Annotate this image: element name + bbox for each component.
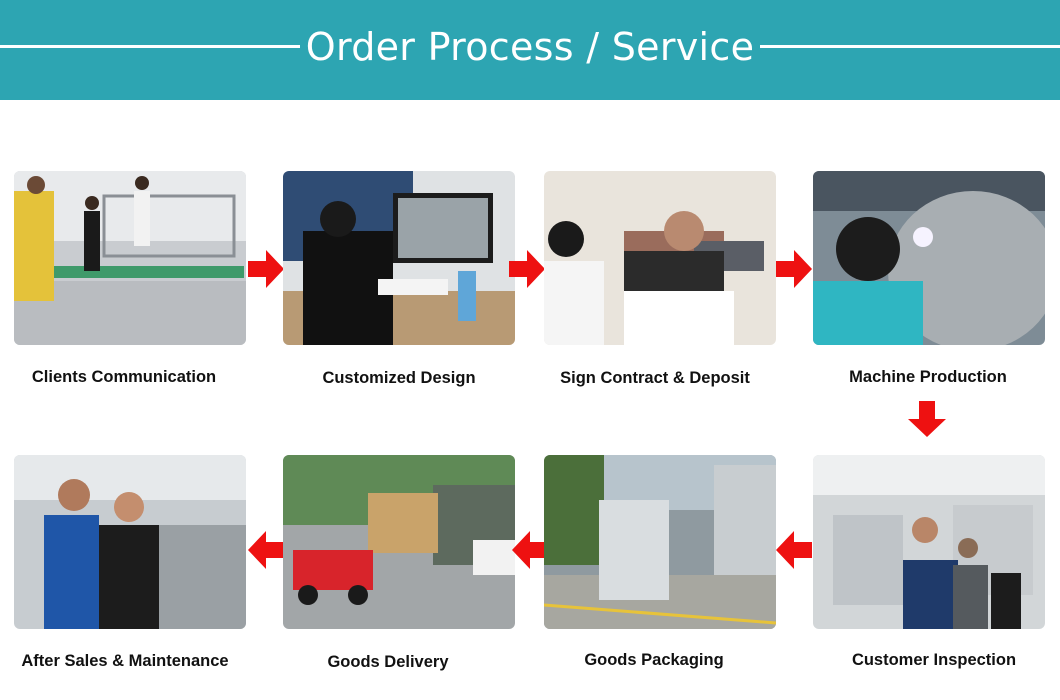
arrow-right-icon xyxy=(509,250,545,288)
banner-divider-right xyxy=(760,45,1060,48)
step-label-clients-communication: Clients Communication xyxy=(31,368,217,386)
step-label-sign-contract: Sign Contract & Deposit xyxy=(560,369,750,387)
arrow-down-icon xyxy=(908,401,946,437)
step-photo-clients-communication xyxy=(14,171,246,345)
step-photo-after-sales xyxy=(14,455,246,629)
step-photo-machine-production xyxy=(813,171,1045,345)
arrow-left-icon xyxy=(776,531,812,569)
step-photo-goods-packaging xyxy=(544,455,776,629)
arrow-right-icon xyxy=(776,250,812,288)
step-label-after-sales: After Sales & Maintenance xyxy=(21,652,229,670)
arrow-left-icon xyxy=(248,531,284,569)
step-photo-sign-contract xyxy=(544,171,776,345)
arrow-left-icon xyxy=(512,531,548,569)
step-label-customer-inspection: Customer Inspection xyxy=(851,651,1017,669)
arrow-right-icon xyxy=(248,250,284,288)
step-label-machine-production: Machine Production xyxy=(849,368,1007,386)
step-photo-customized-design xyxy=(283,171,515,345)
step-label-goods-delivery: Goods Delivery xyxy=(327,653,449,671)
step-label-customized-design: Customized Design xyxy=(322,369,476,387)
banner-divider-left xyxy=(0,45,300,48)
page-title: Order Process / Service xyxy=(305,25,755,69)
step-photo-goods-delivery xyxy=(283,455,515,629)
step-photo-customer-inspection xyxy=(813,455,1045,629)
header-banner: Order Process / Service xyxy=(0,0,1060,100)
step-label-goods-packaging: Goods Packaging xyxy=(584,651,724,669)
